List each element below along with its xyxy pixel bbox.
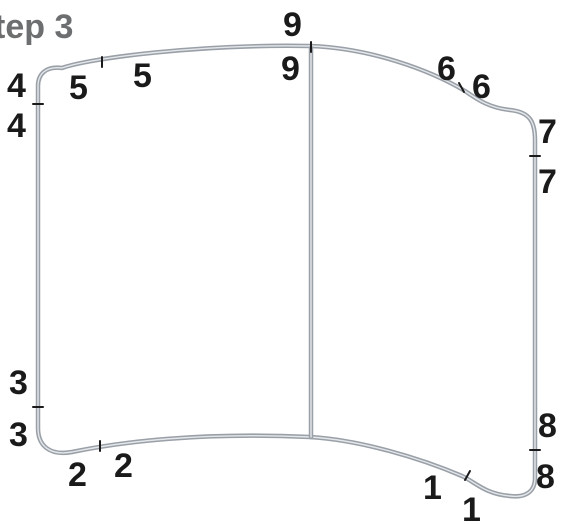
joint-label-9-bottom: 9 bbox=[281, 50, 300, 88]
step-title: tep 3 bbox=[0, 8, 73, 46]
joint-label-3-top: 3 bbox=[9, 364, 28, 402]
joint-label-6-right: 6 bbox=[472, 68, 491, 106]
joint-label-7-top: 7 bbox=[538, 113, 557, 151]
joint-label-3-bottom: 3 bbox=[9, 416, 28, 454]
joint-label-7-bottom: 7 bbox=[538, 163, 557, 201]
frame-outline bbox=[35, 43, 538, 499]
frame-outline-highlight bbox=[37, 45, 536, 498]
joint-label-9-top: 9 bbox=[283, 6, 302, 44]
joint-mark-1 bbox=[464, 470, 471, 481]
joint-label-2-left: 2 bbox=[68, 456, 87, 494]
joint-label-6-left: 6 bbox=[437, 50, 456, 88]
joint-label-5-left: 5 bbox=[69, 69, 88, 107]
joint-label-2-right: 2 bbox=[114, 447, 133, 485]
joint-label-5-right: 5 bbox=[133, 57, 152, 95]
joint-label-1-right: 1 bbox=[462, 491, 481, 524]
joint-label-1-left: 1 bbox=[423, 469, 442, 507]
joint-mark-6 bbox=[458, 82, 465, 93]
joint-label-8-top: 8 bbox=[538, 407, 557, 445]
joint-label-8-bottom: 8 bbox=[536, 458, 555, 496]
joint-label-4-bottom: 4 bbox=[7, 107, 26, 145]
joint-label-4-top: 4 bbox=[7, 67, 26, 105]
